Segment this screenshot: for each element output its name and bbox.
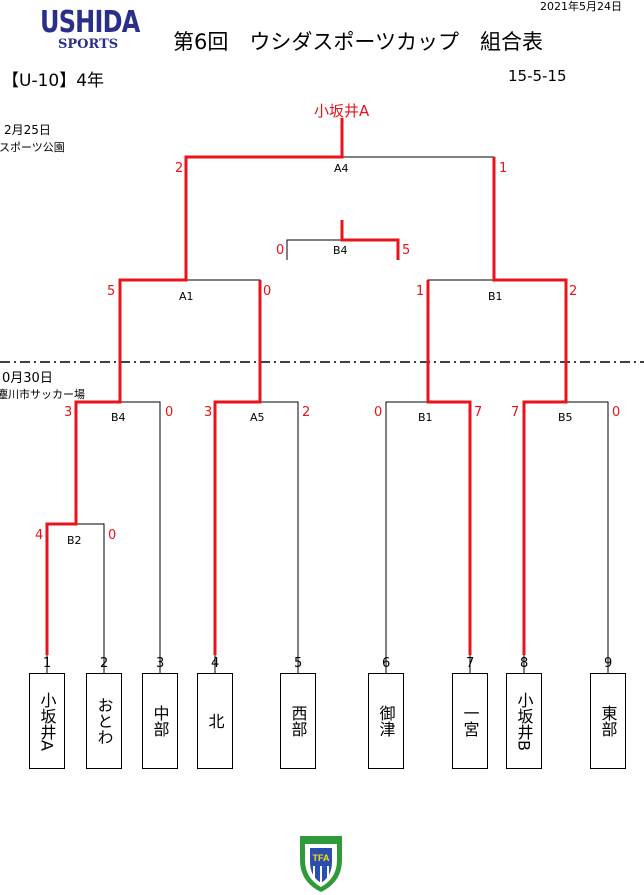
team-number-8: 8 (520, 656, 529, 671)
bracket-win-lines (45, 118, 568, 655)
team-box-5: 西部 (280, 673, 316, 769)
score-a4-right: 1 (499, 161, 508, 176)
match-label-b5: B5 (558, 411, 573, 424)
document-date: 2021年5月24日 (540, 0, 622, 13)
score-b1-top-right: 2 (569, 284, 578, 299)
score-b1-top-left: 1 (416, 284, 425, 299)
match-label-a5: A5 (250, 411, 265, 424)
team-number-1: 1 (43, 656, 52, 671)
score-a1-left: 5 (107, 284, 116, 299)
lower-venue-place: 塵川市サッカー場 (0, 388, 85, 401)
champion-label: 小坂井A (314, 102, 370, 120)
team-number-6: 6 (382, 656, 391, 671)
team-box-7: 一宮 (452, 673, 488, 769)
score-b4-top-right: 5 (402, 243, 411, 258)
tfa-emblem-text: TFA (313, 853, 330, 863)
match-label-b4-top: B4 (333, 244, 348, 257)
ushida-logo: USHIDA (40, 5, 140, 40)
match-label-a1: A1 (179, 290, 194, 303)
sports-logo-text: SPORTS (58, 37, 119, 52)
score-b1-left: 0 (374, 405, 383, 420)
match-label-b2: B2 (67, 534, 82, 547)
score-a4-left: 2 (175, 161, 184, 176)
team-number-9: 9 (604, 656, 613, 671)
page-title: 第6回 ウシダスポーツカップ 組合表 (173, 30, 543, 54)
team-number-4: 4 (211, 656, 220, 671)
format-code: 15-5-15 (508, 67, 567, 85)
team-box-9: 東部 (590, 673, 626, 769)
team-box-1: 小坂井A (29, 673, 65, 769)
team-number-7: 7 (466, 656, 475, 671)
score-b2-right: 0 (108, 528, 117, 543)
team-number-5: 5 (294, 656, 303, 671)
score-a5-right: 2 (302, 405, 311, 420)
score-b5-right: 0 (612, 405, 621, 420)
team-box-3: 中部 (142, 673, 178, 769)
score-b2-left: 4 (35, 528, 44, 543)
match-label-b1: B1 (418, 411, 433, 424)
score-b1-right: 7 (474, 405, 483, 420)
team-number-3: 3 (156, 656, 165, 671)
upper-venue-date: 2月25日 (4, 123, 51, 137)
team-box-8: 小坂井B (506, 673, 542, 769)
score-b5-left: 7 (511, 405, 520, 420)
match-label-b1-top: B1 (488, 290, 503, 303)
score-a5-left: 3 (204, 405, 213, 420)
score-b4-right: 0 (165, 405, 174, 420)
team-box-6: 御津 (368, 673, 404, 769)
match-label-b4: B4 (111, 411, 126, 424)
category-label: 【U-10】4年 (2, 71, 105, 91)
team-number-2: 2 (100, 656, 109, 671)
score-b4-left: 3 (64, 405, 73, 420)
score-a1-right: 0 (263, 284, 272, 299)
lower-venue-date: 0月30日 (2, 371, 53, 386)
upper-venue-place: スポーツ公園 (0, 141, 65, 154)
team-box-2: おとわ (86, 673, 122, 769)
team-box-4: 北 (197, 673, 233, 769)
score-b4-top-left: 0 (276, 243, 285, 258)
match-label-a4: A4 (334, 162, 349, 175)
